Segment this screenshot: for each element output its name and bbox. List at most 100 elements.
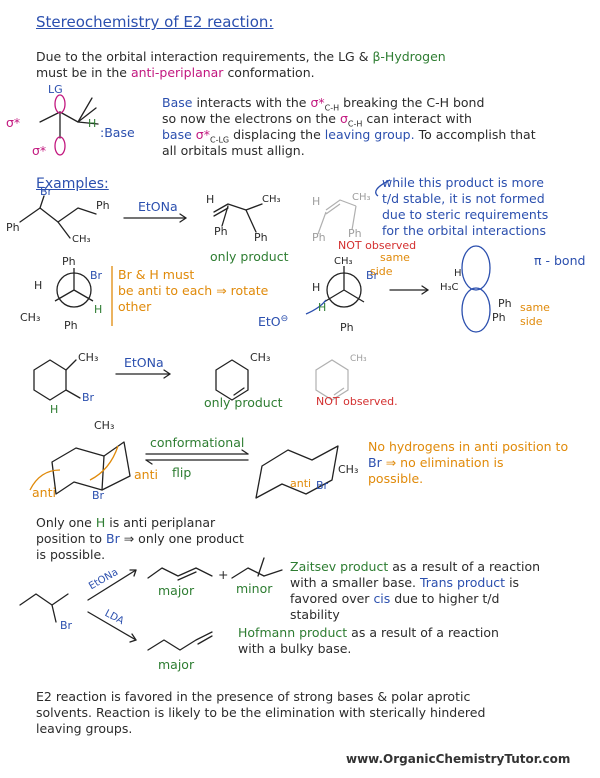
explanation-line-3: base σ*C-LG displacing the leaving group…	[162, 127, 536, 145]
ex1-only-product: only product	[210, 249, 289, 264]
newman1-note-1: Br & H must	[118, 267, 195, 282]
newman2-ch3: CH₃	[334, 256, 353, 267]
ex4-major-2: major	[158, 657, 195, 672]
ex1-note-3: due to steric requirements	[382, 207, 549, 222]
intro-line-2: must be in the anti-periplanar conformat…	[36, 65, 315, 81]
ex3-note-1: No hydrogens in anti position to	[368, 439, 569, 454]
ex2-h: H	[50, 403, 59, 416]
pi-ph1: Ph	[498, 297, 512, 310]
anti-periplanar-term: anti-periplanar	[130, 65, 224, 80]
conclusion-1: E2 reaction is favored in the presence o…	[36, 689, 471, 704]
ex1-reagent: EtONa	[138, 199, 178, 214]
ex4-hofmann-2: with a bulky base.	[238, 641, 352, 656]
ex2-br: Br	[82, 391, 95, 404]
newman1-h-right: H	[94, 303, 103, 316]
intro-text-b: must be in the	[36, 65, 127, 80]
ex1-prod-ph1: Ph	[214, 225, 228, 238]
ex3b-ch3: CH₃	[338, 463, 359, 476]
ex4-br: Br	[60, 619, 73, 632]
ex2-reagent: EtONa	[124, 355, 164, 370]
ex2-only-product: only product	[204, 395, 283, 410]
orbital-base-label: :Base	[100, 125, 135, 140]
pi-h3c: H₃C	[440, 282, 459, 293]
ex1-alt-ph2: Ph	[348, 227, 362, 240]
orbital-sigma-star-left: σ*	[6, 115, 21, 130]
pi-h: H	[454, 268, 462, 279]
ex1-note-2: t/d stable, it is not formed	[382, 191, 545, 206]
ex1-ph-right: Ph	[96, 199, 110, 212]
beta-hydrogen-term: β-Hydrogen	[372, 49, 446, 64]
examples-heading: Examples:	[36, 176, 109, 192]
newman1-note-2: be anti to each ⇒ rotate	[118, 283, 269, 298]
page-title: Stereochemistry of E2 reaction:	[36, 13, 274, 31]
newman2-same-2: side	[370, 265, 393, 278]
intro-line-1: Due to the orbital interaction requireme…	[36, 49, 446, 65]
ex3-summary-1: Only one H is anti periplanar	[36, 515, 216, 530]
orbital-sigma-star-bottom: σ*	[32, 143, 47, 158]
newman2-eto: EtO⊖	[258, 314, 289, 330]
newman2-h-left: H	[312, 281, 321, 294]
newman1-ph-top: Ph	[62, 255, 76, 268]
ex1-ch3: CH₃	[72, 234, 91, 245]
intro-text-c: conformation.	[227, 65, 315, 80]
ex3b-br: Br	[316, 479, 329, 492]
ex4-zaitsev-1: Zaitsev product as a result of a reactio…	[290, 559, 541, 574]
ex1-prod-ch3: CH₃	[262, 194, 281, 205]
ex3-summary-3: is possible.	[36, 547, 106, 562]
ex1-ph-left: Ph	[6, 221, 20, 234]
ex3b-anti: anti	[290, 477, 312, 490]
footer-url[interactable]: www.OrganicChemistryTutor.com	[346, 752, 571, 766]
explanation-line-4: all orbitals must allign.	[162, 143, 305, 158]
ex4-zaitsev-3: favored over cis due to higher t/d	[290, 591, 500, 606]
ex1-note-4: for the orbital interactions	[382, 223, 546, 238]
ex3-note-2: Br ⇒ no elimination is	[368, 455, 504, 470]
ex1-alt-h: H	[312, 195, 321, 208]
pi-same-2: side	[520, 315, 543, 328]
ex3-ch3: CH₃	[94, 419, 115, 432]
newman1-h-left: H	[34, 279, 43, 292]
newman2-same-1: same	[380, 251, 410, 264]
explanation-line-2: so now the electrons on the σC-H can int…	[162, 111, 472, 129]
orbital-lg-label: LG	[48, 83, 63, 96]
newman1-ch3: CH₃	[20, 311, 41, 324]
newman1-br: Br	[90, 269, 103, 282]
ex3-summary-2: position to Br ⇒ only one product	[36, 531, 244, 546]
ex4-hofmann-1: Hofmann product as a result of a reactio…	[238, 625, 499, 640]
pi-same-1: same	[520, 301, 550, 314]
ex4-major-1: major	[158, 583, 195, 598]
explanation-line-1: Base interacts with the σ*C-H breaking t…	[162, 95, 485, 113]
pi-ph2: Ph	[492, 311, 506, 324]
ex1-alt-ph1: Ph	[312, 231, 326, 244]
ex3-flip-2: flip	[172, 465, 192, 480]
ex4-zaitsev-4: stability	[290, 607, 340, 622]
conclusion-3: leaving groups.	[36, 721, 133, 736]
ex1-not-observed: NOT observed	[338, 239, 417, 252]
ex2-not-observed: NOT observed.	[316, 395, 398, 408]
ex2-alt-ch3: CH₃	[350, 354, 367, 364]
newman1-ph-bottom: Ph	[64, 319, 78, 332]
newman2-ph: Ph	[340, 321, 354, 334]
ex3-br: Br	[92, 489, 105, 502]
ex3-note-3: possible.	[368, 471, 424, 486]
conclusion-2: solvents. Reaction is likely to be the e…	[36, 705, 486, 720]
ex3-flip-1: conformational	[150, 435, 245, 450]
ex1-prod-ph2: Ph	[254, 231, 268, 244]
newman1-note-3: other	[118, 299, 152, 314]
ex4-minor: minor	[236, 581, 273, 596]
newman2-br: Br	[366, 269, 379, 282]
intro-text-a: Due to the orbital interaction requireme…	[36, 49, 369, 64]
ex2-ch3: CH₃	[78, 351, 99, 364]
ex2-prod-ch3: CH₃	[250, 351, 271, 364]
ex1-br: Br	[40, 185, 53, 198]
ex1-prod-h: H	[206, 193, 215, 206]
orbital-h-label: H	[88, 117, 97, 130]
ex3-anti-2: anti	[32, 485, 56, 500]
ex4-zaitsev-2: with a smaller base. Trans product is	[290, 575, 520, 590]
ex1-alt-ch3: CH₃	[352, 192, 371, 203]
pi-bond-label: π - bond	[534, 253, 586, 268]
newman2-h-right: H	[318, 301, 327, 314]
ex3-anti-1: anti	[134, 467, 158, 482]
ex4-plus: +	[218, 567, 229, 582]
ex1-note-1: while this product is more	[382, 175, 544, 190]
